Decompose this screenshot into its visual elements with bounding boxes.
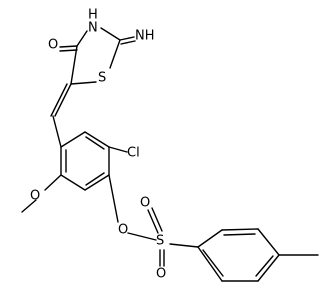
bond-c5-c4	[70, 45, 78, 85]
bond-n3-c2	[100, 27, 121, 41]
bond-oester-s	[127, 232, 157, 241]
bond-carbonyl-2	[59, 49, 78, 52]
benzene-ring-left	[60, 131, 110, 191]
bond-ar4-ar5	[84, 174, 110, 191]
bond-c2-s1	[109, 39, 121, 69]
atom-carbonyl-o: O	[48, 38, 58, 53]
bond-tol-4	[257, 254, 280, 282]
bond-tol-6	[197, 246, 223, 282]
bond-s-o-top-1	[147, 209, 159, 234]
thiazolidinone-ring	[59, 27, 136, 85]
benzene-ring-right	[197, 228, 280, 282]
bond-ar5-ar6	[60, 174, 86, 191]
bond-s1-c5	[70, 81, 97, 85]
bond-vinyl-aryl	[52, 115, 62, 148]
bond-tol-3	[257, 228, 280, 256]
atom-sulfonyl-o-top: O	[140, 196, 150, 211]
atom-sulfonyl-o-bottom: O	[156, 267, 166, 282]
bond-ar2-ar3	[84, 131, 110, 148]
atom-imine-nh: NH	[135, 29, 155, 44]
bond-tol-inner-3	[202, 249, 224, 277]
bond-ar1-ar2	[60, 131, 86, 148]
bond-tol-inner-2	[255, 255, 274, 277]
atom-ester-o: O	[118, 223, 128, 238]
bond-imine-2	[120, 40, 136, 45]
bond-ar-inner-2	[85, 172, 105, 186]
bond-ar-oester	[108, 174, 119, 223]
bond-exocyclic-2	[50, 83, 68, 117]
bond-tol-2	[221, 228, 259, 231]
bond-ar-ome	[44, 174, 62, 191]
atom-sulfur: S	[98, 71, 106, 86]
atom-methoxy-o: O	[30, 189, 40, 204]
bond-s-tolyl	[169, 243, 199, 248]
atom-ring-nh-h: H	[88, 8, 98, 23]
bond-ar-cl	[108, 146, 128, 153]
atom-ring-n: N	[88, 21, 98, 36]
atom-sulfonyl-s: S	[156, 234, 164, 249]
bond-tol-inner-1	[223, 233, 256, 236]
bond-carbonyl-1	[59, 45, 78, 48]
bond-s-o-top-2	[151, 207, 163, 232]
bond-ar-inner-1	[85, 136, 105, 150]
bond-tol-1	[197, 229, 223, 248]
bond-c4-n3	[76, 30, 88, 47]
bond-exocyclic-1	[54, 83, 72, 117]
bond-o-methyl	[21, 199, 37, 213]
bond-imine-1	[119, 36, 135, 41]
atom-chlorine: Cl	[127, 146, 140, 161]
